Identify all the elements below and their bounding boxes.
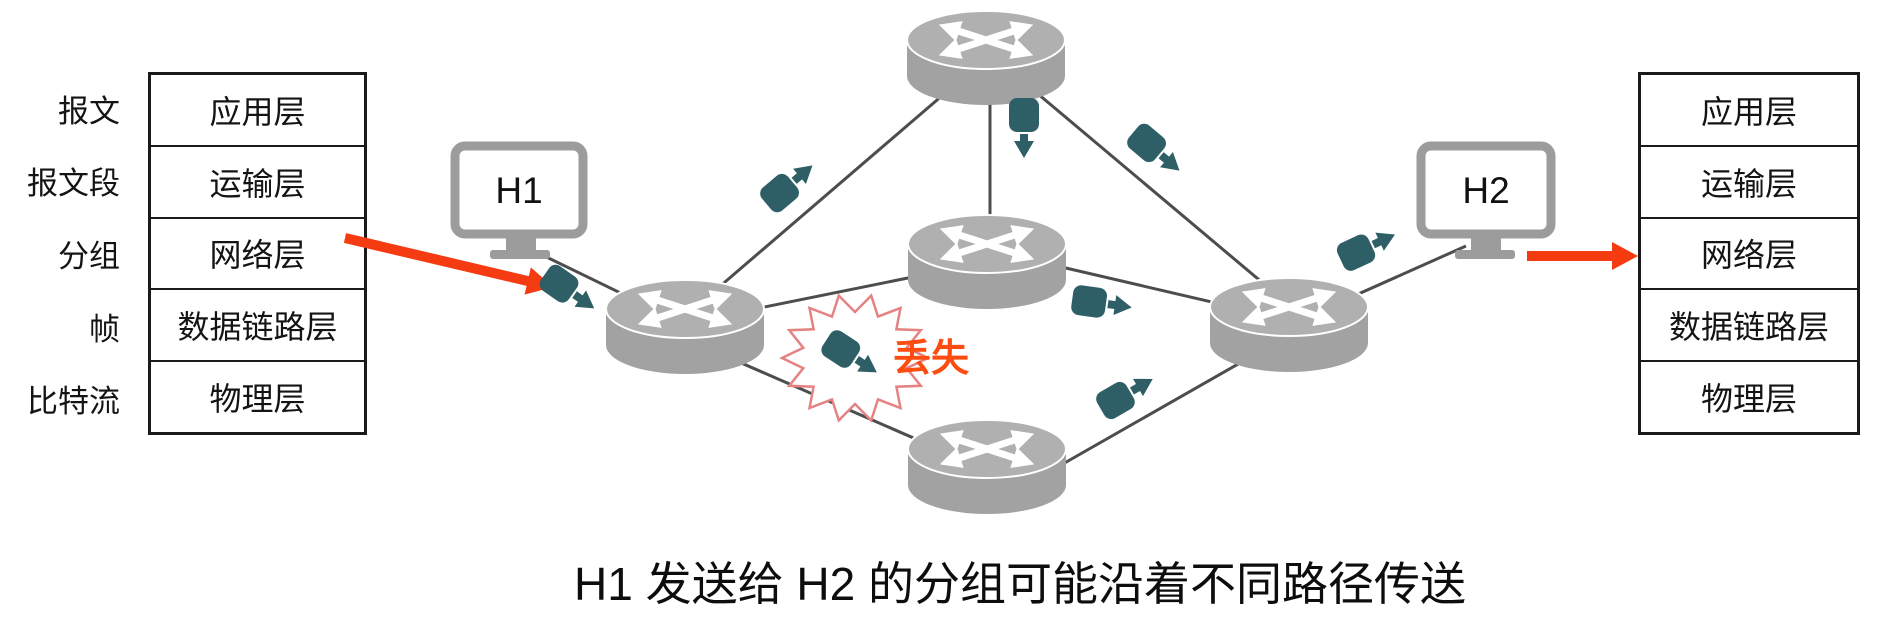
pdu-label-column: 报文 报文段 分组 帧 比特流 [0, 72, 128, 435]
pdu-label-frame: 帧 [89, 311, 120, 347]
router-left-icon [606, 280, 764, 374]
host-h2: H2 [1416, 141, 1556, 259]
pdu-label-segment: 报文段 [27, 166, 120, 202]
layer-transport: 运输层 [1641, 147, 1857, 219]
h1-protocol-stack: 应用层 运输层 网络层 数据链路层 物理层 [148, 72, 367, 435]
monitor-icon [1416, 141, 1556, 239]
host-h1: H1 [450, 141, 588, 259]
packet-icon-top-middle [1009, 98, 1039, 158]
router-right-icon [1210, 278, 1368, 372]
routers [606, 11, 1368, 514]
packet-icon-middle-right [1070, 284, 1134, 323]
red-arrow-in-icon [1527, 242, 1638, 270]
h2-protocol-stack: 应用层 运输层 网络层 数据链路层 物理层 [1638, 72, 1860, 435]
red-arrow-out-icon [343, 233, 553, 295]
pdu-label-packet: 分组 [58, 238, 120, 274]
layer-application: 应用层 [1641, 75, 1857, 147]
red-arrows [343, 233, 1638, 295]
packet-icon-h1 [536, 261, 603, 321]
layer-transport: 运输层 [151, 147, 364, 219]
packet-icon-h2 [1334, 220, 1402, 274]
router-bottom-icon [908, 420, 1066, 514]
layer-application: 应用层 [151, 75, 364, 147]
layer-physical: 物理层 [1700, 381, 1797, 418]
link-left-top [689, 56, 987, 314]
pdu-label-bitstream: 比特流 [27, 384, 120, 420]
monitor-icon [450, 141, 588, 239]
caption: H1 发送给 H2 的分组可能沿着不同路径传送 [574, 558, 1466, 610]
router-top-icon [907, 11, 1065, 105]
layer-physical: 物理层 [209, 381, 306, 418]
h1-label: H1 [495, 170, 542, 211]
pdu-label-message: 报文 [58, 93, 120, 129]
lost-label: 丢失 [893, 338, 970, 380]
layer-datalink: 数据链路层 [1641, 290, 1857, 363]
monitor-base [490, 250, 550, 259]
layer-network: 网络层 [151, 219, 364, 291]
h2-label: H2 [1462, 170, 1509, 211]
monitor-base [1455, 250, 1515, 259]
layer-datalink: 数据链路层 [151, 290, 364, 363]
link-top-right [999, 60, 1290, 307]
router-middle-icon [908, 215, 1066, 309]
layer-network: 网络层 [1641, 219, 1857, 291]
